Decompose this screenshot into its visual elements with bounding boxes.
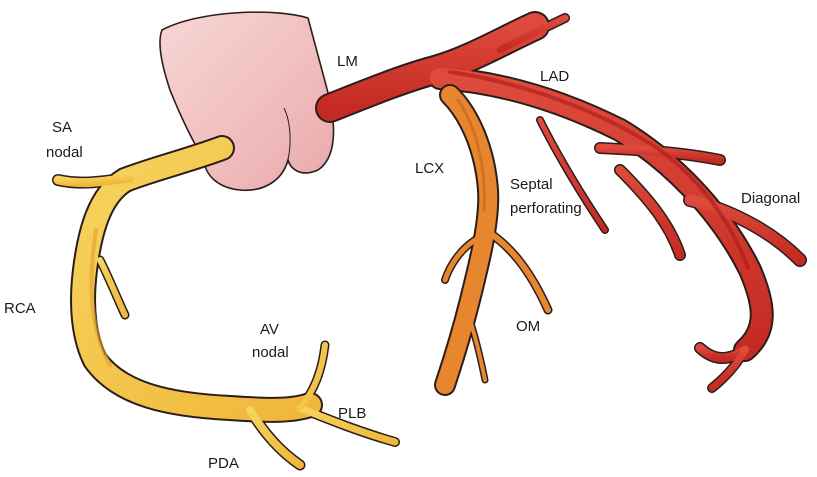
label-rca: RCA — [4, 300, 36, 317]
circumflex-tree — [445, 95, 548, 385]
label-pda: PDA — [208, 455, 239, 472]
label-sa-nodal-line2: nodal — [46, 144, 83, 161]
labels: LM LAD SA nodal LCX Septal perforating D… — [4, 53, 800, 472]
label-diagonal: Diagonal — [741, 190, 800, 207]
label-av-nodal-line2: nodal — [252, 344, 289, 361]
label-sa-nodal-line1: SA — [52, 119, 72, 136]
label-om: OM — [516, 318, 540, 335]
label-lm: LM — [337, 53, 358, 70]
label-av-nodal-line1: AV — [260, 321, 279, 338]
label-lcx: LCX — [415, 160, 444, 177]
label-lad: LAD — [540, 68, 569, 85]
label-septal-perforating-line2: perforating — [510, 200, 582, 217]
label-septal-perforating-line1: Septal — [510, 176, 553, 193]
label-plb: PLB — [338, 405, 366, 422]
